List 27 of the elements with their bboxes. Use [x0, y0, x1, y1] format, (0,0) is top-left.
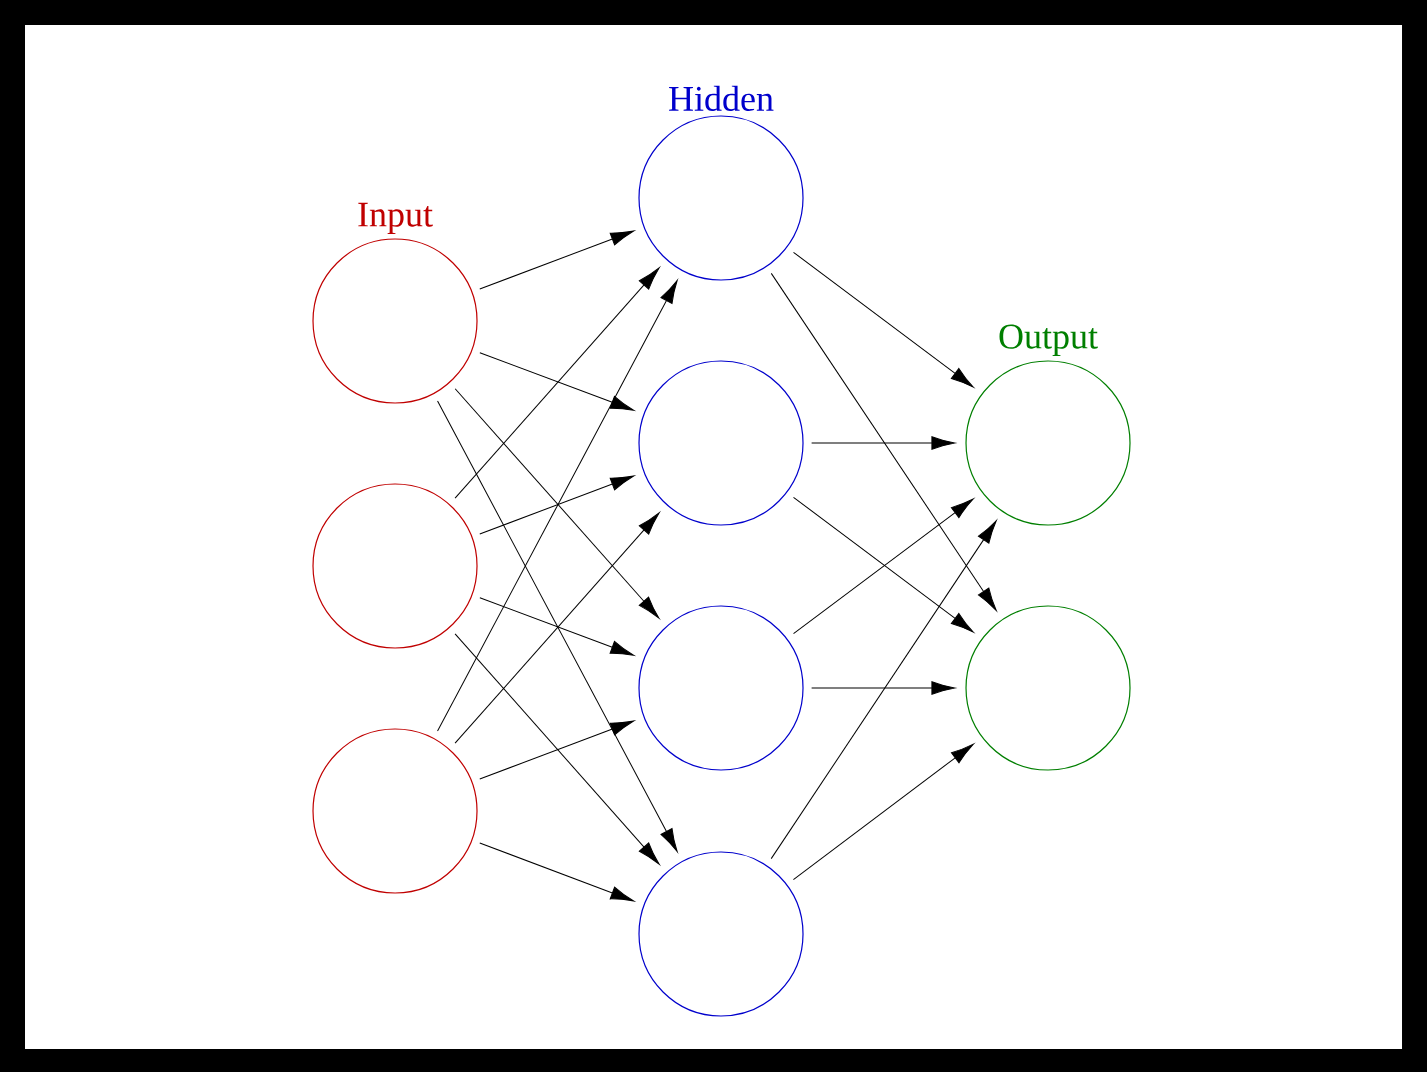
node-label: Hidden	[669, 85, 774, 111]
circle-node	[312, 483, 478, 649]
arrow	[793, 251, 974, 388]
arrow	[454, 388, 660, 619]
arrow	[811, 436, 956, 450]
arrow	[479, 720, 635, 780]
arrow	[479, 842, 635, 902]
node-label: Input	[358, 202, 433, 234]
arrow	[437, 280, 678, 732]
circle-node	[312, 728, 478, 894]
arrow	[454, 633, 660, 865]
arrow	[479, 352, 634, 411]
circle-node	[965, 605, 1131, 771]
arrow	[792, 743, 974, 881]
arrow	[479, 230, 635, 290]
arrow	[479, 475, 635, 535]
arrow	[454, 267, 660, 499]
arrow	[437, 400, 678, 852]
circle-node	[638, 605, 804, 771]
arrow	[454, 512, 660, 744]
circle-node	[638, 360, 804, 526]
circle-node	[638, 851, 804, 1017]
node-label: Output	[999, 324, 1098, 356]
arrow	[479, 597, 634, 656]
arrow	[770, 272, 997, 611]
arrow	[811, 681, 956, 695]
arrow	[770, 520, 997, 860]
